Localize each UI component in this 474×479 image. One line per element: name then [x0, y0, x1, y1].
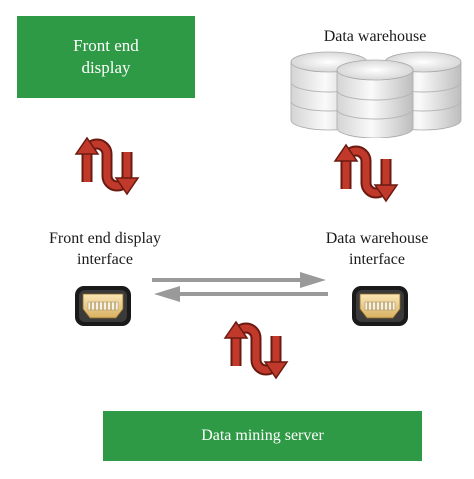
- frontend-display-box: Front end display: [17, 16, 195, 98]
- data-mining-server-box: Data mining server: [103, 411, 422, 461]
- connector-arrows: [152, 272, 328, 302]
- database-cylinder-icon: [290, 51, 462, 138]
- port-connector-icon: [74, 285, 132, 327]
- bidirectional-arrow-icon: [332, 143, 402, 205]
- frontend-display-label: Front end display: [73, 36, 139, 77]
- bidirectional-arrow-icon: [73, 136, 143, 198]
- left-arrowhead: [154, 286, 180, 302]
- data-mining-server-label: Data mining server: [201, 427, 324, 444]
- data-warehouse-label: Data warehouse: [323, 28, 427, 45]
- bidirectional-arrow-icon: [222, 320, 292, 382]
- port-connector-icon: [351, 285, 409, 327]
- right-arrowhead: [300, 272, 326, 288]
- frontend-interface-label: Front end display interface: [49, 230, 161, 268]
- warehouse-interface-label: Data warehouse interface: [325, 230, 429, 268]
